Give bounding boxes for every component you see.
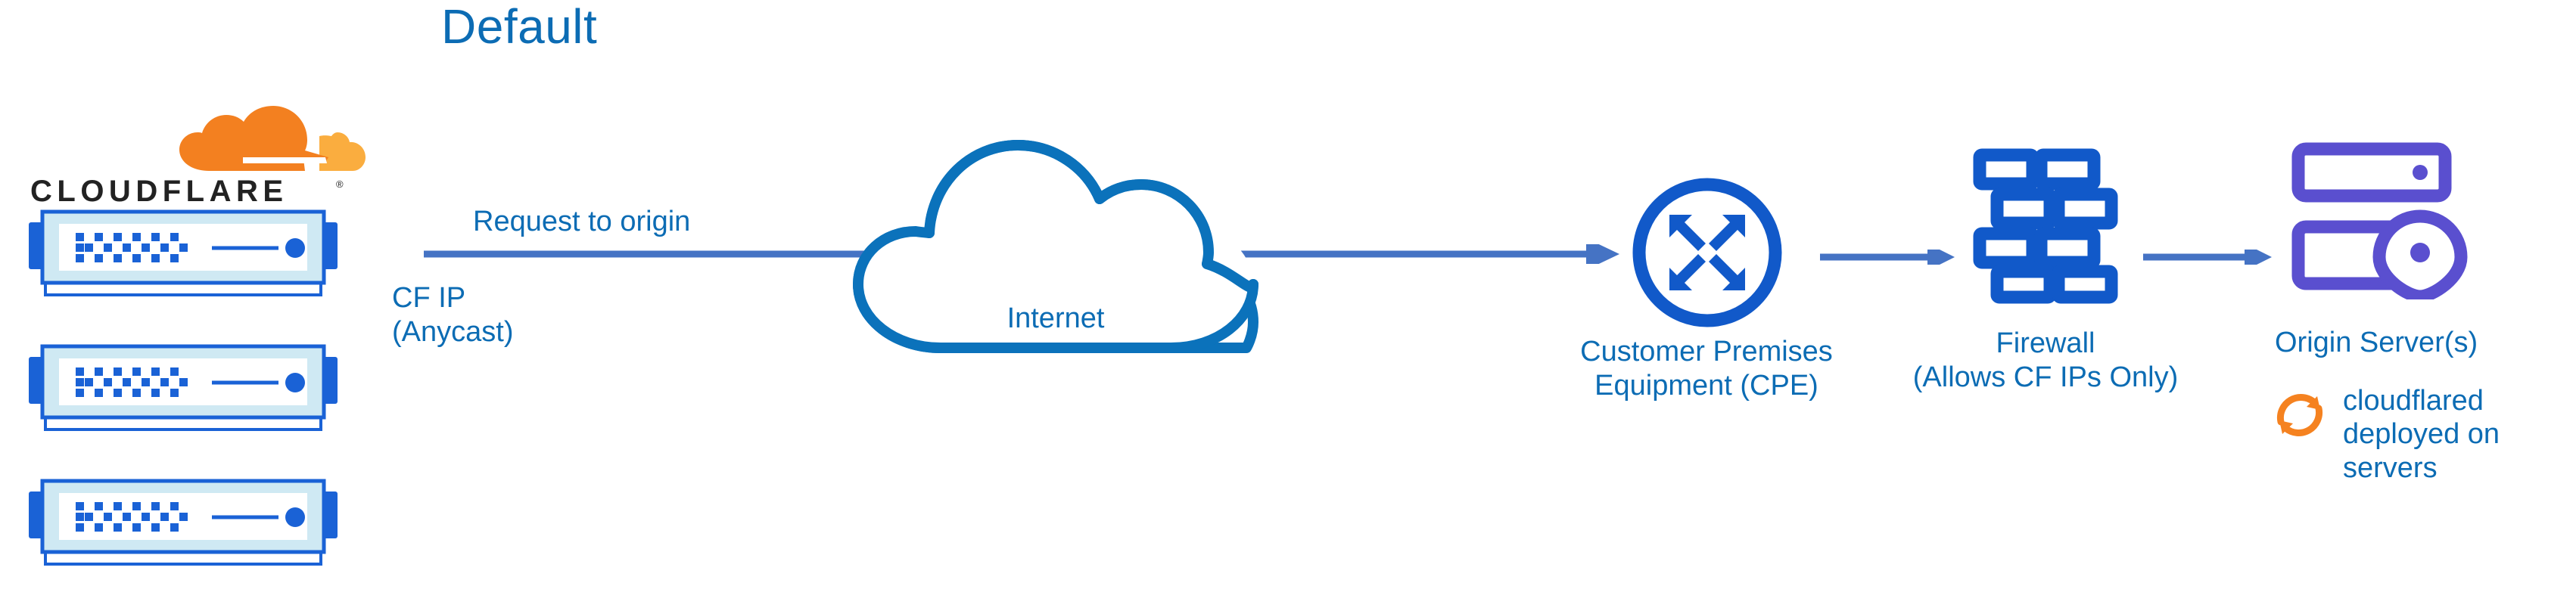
firewall-label-line-2: (Allows CF IPs Only) — [1912, 361, 2179, 393]
cloud-icon — [853, 139, 1258, 353]
brick-wall-icon — [1973, 148, 2118, 304]
cloudflared-line-3: servers — [2343, 451, 2438, 484]
cpe-label-line-1: Customer Premises — [1580, 336, 1833, 367]
cf-ip-line-1: CF IP — [392, 282, 466, 314]
cloudflare-wordmark: CLOUDFLARE ® — [30, 175, 344, 207]
svg-text:®: ® — [336, 178, 344, 190]
server-location-pin-icon — [2291, 142, 2468, 299]
cpe-label-line-2: Equipment (CPE) — [1594, 369, 1818, 402]
cloudflare-edge-server-3 — [29, 478, 338, 569]
cloudflare-logo: CLOUDFLARE ® — [30, 106, 366, 207]
sync-arrows-icon — [2276, 394, 2323, 436]
arrow-firewall-to-origin — [2143, 250, 2272, 265]
internet-label: Internet — [1006, 302, 1105, 334]
firewall-label-line-1: Firewall — [1996, 327, 2095, 359]
cf-ip-anycast-label: CF IP (Anycast) — [392, 281, 513, 349]
router-icon — [1632, 178, 1782, 327]
arrow-cpe-to-firewall — [1820, 250, 1955, 265]
cloudflare-edge-server-1 — [29, 209, 338, 299]
cloudflared-line-2: deployed on — [2343, 418, 2500, 451]
cpe-label: Customer Premises Equipment (CPE) — [1510, 335, 1903, 403]
svg-text:CLOUDFLARE: CLOUDFLARE — [30, 175, 288, 207]
cf-ip-line-2: (Anycast) — [392, 315, 514, 348]
cloudflare-edge-server-2 — [29, 343, 338, 434]
page-title: Default — [441, 0, 598, 54]
firewall-label: Firewall (Allows CF IPs Only) — [1879, 327, 2212, 395]
request-to-origin-label: Request to origin — [473, 206, 691, 237]
origin-server-label: Origin Server(s) — [2275, 327, 2478, 358]
cloudflared-annotation: cloudflared deployed on servers — [2270, 384, 2558, 485]
cloudflared-text: cloudflared deployed on servers — [2343, 384, 2500, 485]
cloudflared-line-1: cloudflared — [2343, 385, 2484, 417]
cloudflare-cloud-mark — [179, 106, 366, 171]
